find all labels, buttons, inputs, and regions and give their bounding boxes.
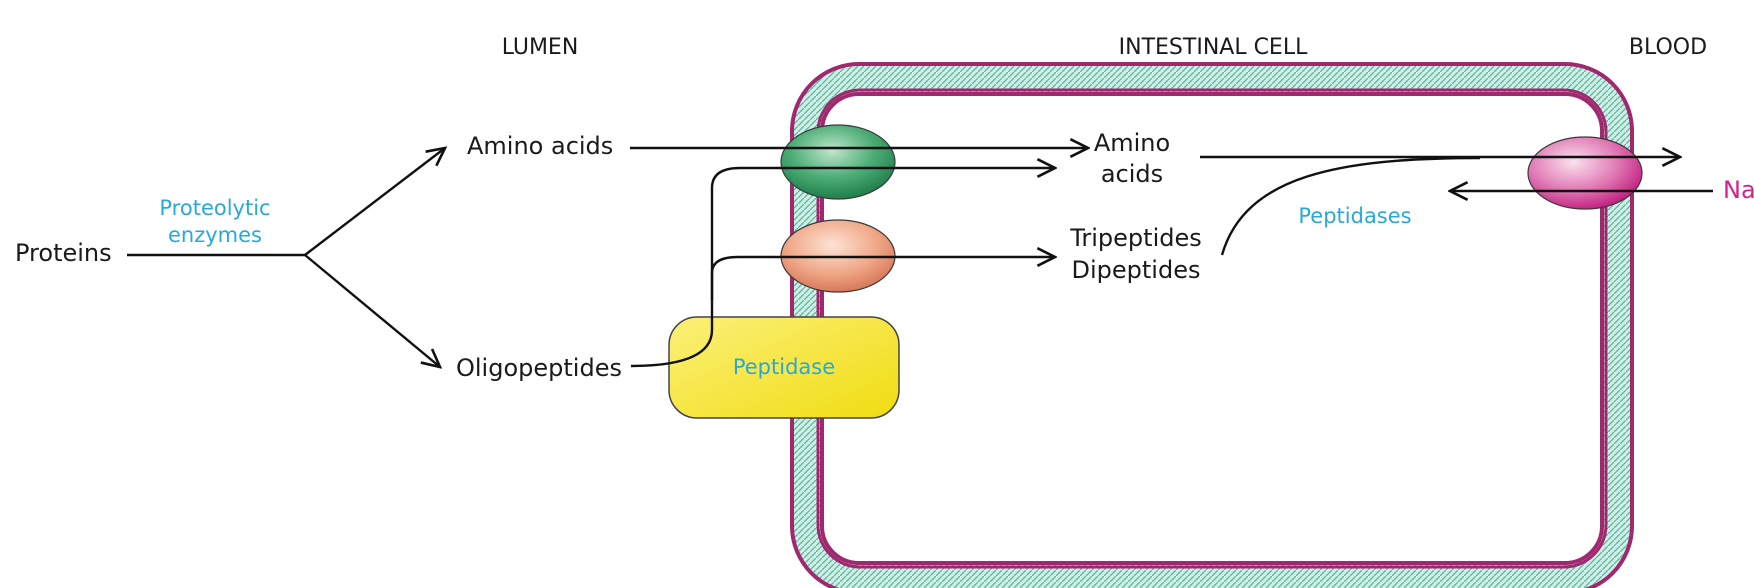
peptidase-label: Peptidase — [733, 355, 835, 379]
amino-acid-transporter — [780, 124, 896, 200]
intestinal-cell-header: INTESTINAL CELL — [1119, 35, 1308, 60]
arrow-to-oligopeptides — [304, 254, 440, 367]
cell-membrane — [794, 66, 1630, 588]
oligopeptides-label: Oligopeptides — [456, 354, 622, 382]
proteins-label: Proteins — [15, 239, 112, 267]
arrow-to-amino-acids — [304, 148, 445, 256]
oligopeptide-to-small-peptides-arrow — [710, 257, 1055, 300]
tripeptides-label: Tripeptides — [1069, 224, 1201, 252]
peptidase-box — [668, 316, 900, 419]
membrane-outer-edge — [790, 62, 1634, 588]
blood-header: BLOOD — [1629, 35, 1707, 60]
amino-acids-cell-label-1: Amino — [1094, 129, 1170, 157]
amino-acids-lumen-label: Amino acids — [467, 132, 613, 160]
proteolytic-enzymes-label-1: Proteolytic — [159, 196, 270, 220]
membrane-inner-line — [816, 88, 1608, 569]
peptidases-conversion-arrow — [1220, 156, 1481, 256]
sodium-ion-label: Na+ — [1723, 174, 1754, 204]
peptidases-label: Peptidases — [1298, 204, 1411, 228]
lumen-header: LUMEN — [502, 35, 579, 60]
proteolytic-enzymes-label-2: enzymes — [168, 223, 262, 247]
oligopeptide-to-amino-acids-arrow — [630, 168, 1055, 368]
amino-acids-cell-label-2: acids — [1101, 160, 1163, 188]
sodium-cotransporter — [1527, 136, 1643, 210]
dipeptides-label: Dipeptides — [1072, 256, 1201, 284]
sodium-symbol: Na — [1723, 176, 1754, 204]
